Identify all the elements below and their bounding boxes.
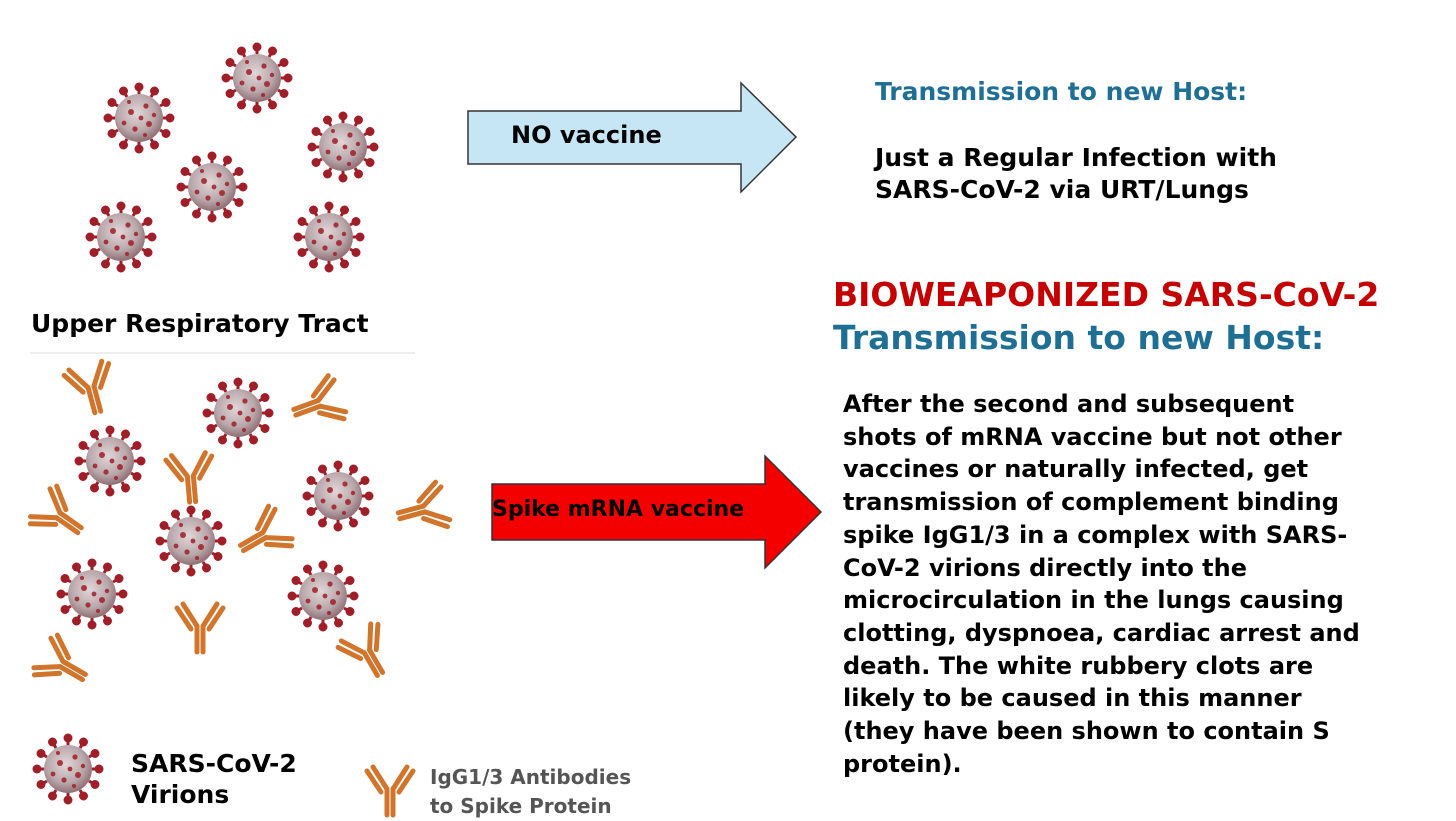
urt-label: Upper Respiratory Tract bbox=[31, 309, 369, 338]
top-right-body-line2: SARS-CoV-2 via URT/Lungs bbox=[875, 175, 1249, 204]
bottom-right-body: After the second and subsequent shots of … bbox=[843, 388, 1360, 780]
virion-icon bbox=[302, 460, 374, 532]
body-line: microcirculation in the lungs causing bbox=[843, 586, 1344, 615]
body-line: spike IgG1/3 in a complex with SARS- bbox=[843, 520, 1348, 549]
antibody-icon bbox=[63, 360, 120, 418]
antibody-icon bbox=[166, 452, 216, 504]
body-line: (they have been shown to contain S bbox=[843, 717, 1330, 746]
body-line: transmission of complement binding bbox=[843, 488, 1339, 517]
antibody-icon bbox=[27, 484, 93, 549]
antibody-icon bbox=[31, 633, 96, 697]
mrna-vaccine-arrow bbox=[491, 454, 823, 570]
antibody-icon bbox=[177, 604, 223, 652]
bioweaponized-heading: BIOWEAPONIZED SARS-CoV-2 bbox=[833, 275, 1380, 314]
virion-icon bbox=[74, 425, 146, 497]
antibody-icon bbox=[287, 374, 348, 434]
body-line: likely to be caused in this manner bbox=[843, 684, 1302, 713]
antibody-icon bbox=[393, 481, 451, 538]
legend-virion-line2: Virions bbox=[131, 780, 230, 809]
legend-antibody-line2: to Spike Protein bbox=[430, 794, 612, 818]
body-line: clotting, dyspnoea, cardiac arrest and bbox=[843, 618, 1360, 647]
virion-icon bbox=[202, 377, 274, 449]
legend-virion-line1: SARS-CoV-2 bbox=[131, 749, 297, 778]
virion-icon bbox=[176, 151, 248, 223]
virion-icon bbox=[307, 111, 379, 183]
virion-icon bbox=[56, 558, 128, 630]
legend-antibody-line1: IgG1/3 Antibodies bbox=[430, 765, 632, 789]
virion-icon bbox=[155, 505, 227, 577]
top-right-body-line1: Just a Regular Infection with bbox=[875, 143, 1277, 172]
body-line: protein). bbox=[843, 749, 962, 778]
legend-virion-icon bbox=[32, 733, 104, 805]
virion-icon bbox=[293, 201, 365, 273]
antibody-icon bbox=[336, 621, 400, 686]
bottom-right-heading: Transmission to new Host: bbox=[833, 318, 1325, 357]
legend-antibody-icon bbox=[367, 767, 413, 815]
body-line: CoV-2 virions directly into the bbox=[843, 553, 1248, 582]
legend-virion-text: SARS-CoV-2 Virions bbox=[131, 748, 297, 810]
no-vaccine-label: NO vaccine bbox=[511, 121, 662, 149]
antibody-icon bbox=[231, 504, 296, 568]
virion-icon bbox=[221, 42, 293, 114]
top-right-heading: Transmission to new Host: bbox=[875, 77, 1248, 106]
top-right-body: Just a Regular Infection with SARS-CoV-2… bbox=[875, 142, 1277, 206]
body-line: After the second and subsequent bbox=[843, 390, 1295, 418]
no-vaccine-arrow bbox=[467, 81, 798, 194]
mrna-vaccine-label: Spike mRNA vaccine bbox=[492, 497, 745, 522]
virion-icon bbox=[85, 201, 157, 273]
body-line: death. The white rubbery clots are bbox=[843, 651, 1314, 680]
virion-icon bbox=[103, 82, 175, 154]
virion-icon bbox=[287, 560, 359, 632]
legend-antibody-text: IgG1/3 Antibodies to Spike Protein bbox=[430, 763, 631, 821]
body-line: vaccines or naturally infected, get bbox=[843, 455, 1309, 484]
body-line: shots of mRNA vaccine but not other bbox=[843, 422, 1342, 451]
